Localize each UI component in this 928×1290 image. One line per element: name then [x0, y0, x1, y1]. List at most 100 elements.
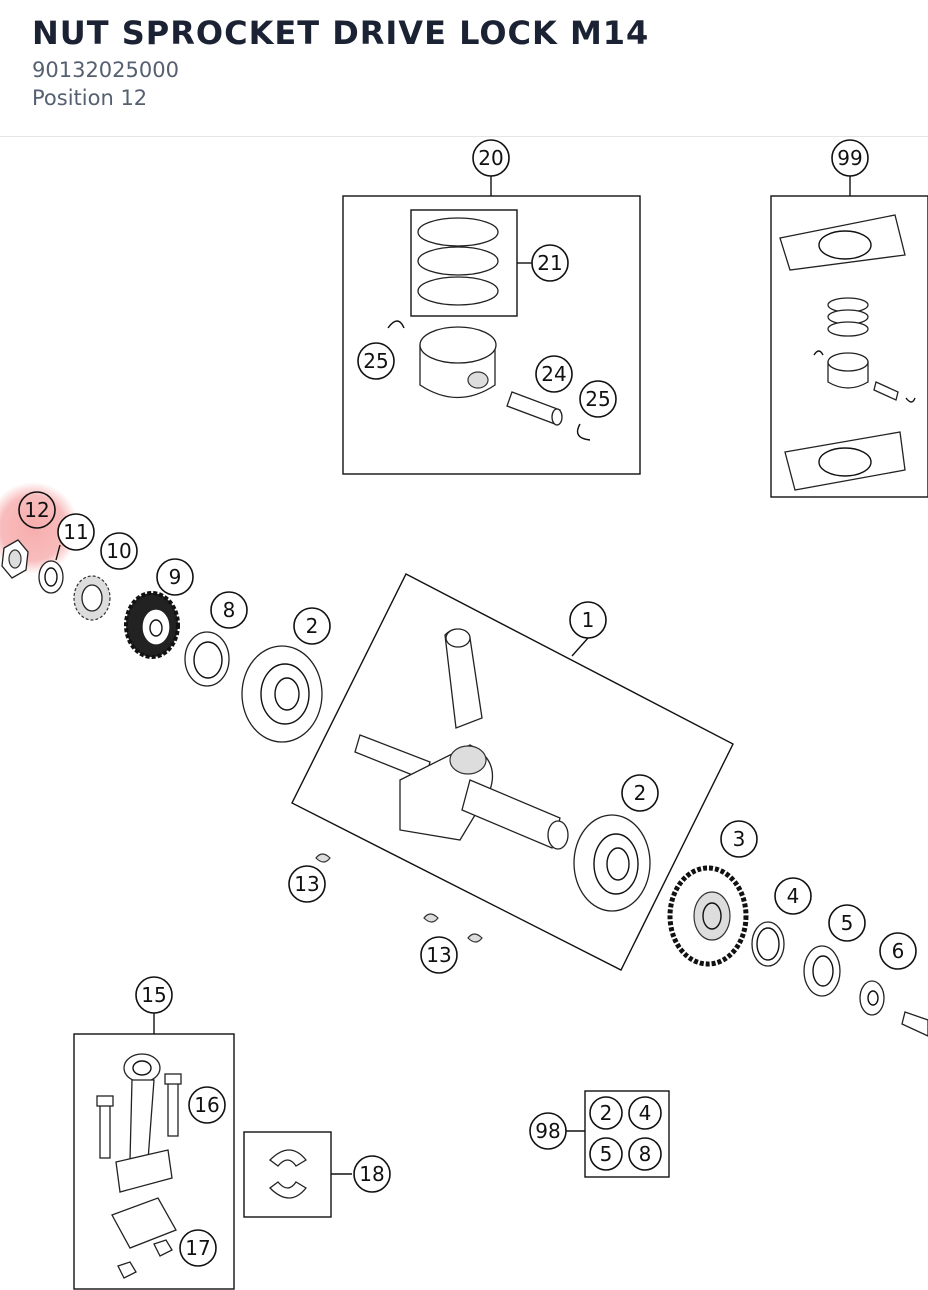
callout-25-left[interactable]: 25: [357, 342, 395, 380]
svg-text:4: 4: [787, 884, 800, 908]
svg-text:13: 13: [426, 943, 451, 967]
callout-17[interactable]: 17: [179, 1229, 217, 1267]
part-title: NUT SPROCKET DRIVE LOCK M14: [32, 14, 650, 52]
callout-15[interactable]: 15: [135, 976, 173, 1014]
callout-18[interactable]: 18: [353, 1155, 391, 1193]
svg-text:21: 21: [537, 251, 562, 275]
callout-13-right[interactable]: 13: [420, 936, 458, 974]
svg-text:99: 99: [837, 146, 862, 170]
woodruff-key-2: [423, 913, 439, 923]
header-divider: [0, 136, 928, 137]
lock-nut: [803, 945, 841, 997]
svg-text:16: 16: [194, 1093, 219, 1117]
svg-text:8: 8: [223, 598, 236, 622]
leader-lines: [55, 544, 61, 561]
crankshaft-box: [291, 573, 734, 971]
kit-item-4[interactable]: 4: [628, 1096, 662, 1130]
callout-13-left[interactable]: 13: [288, 865, 326, 903]
crankshaft-group: [291, 573, 734, 971]
callout-24[interactable]: 24: [535, 355, 573, 393]
head-gasket: [779, 214, 906, 271]
callout-1[interactable]: 1: [569, 601, 607, 639]
svg-text:17: 17: [185, 1236, 210, 1260]
piston-rings: [417, 217, 499, 306]
callout-8[interactable]: 8: [210, 591, 248, 629]
callout-5[interactable]: 5: [828, 904, 866, 942]
svg-text:2: 2: [306, 614, 319, 638]
gasket-set-box: [770, 195, 928, 498]
svg-text:18: 18: [359, 1162, 384, 1186]
callout-4[interactable]: 4: [774, 877, 812, 915]
balancer-gear: [667, 865, 749, 967]
circlip-left: [387, 320, 405, 329]
gasket-set-group: [770, 176, 928, 498]
callout-6[interactable]: 6: [879, 932, 917, 970]
bearing-shells-group: [243, 1131, 352, 1218]
conrod-kit-group: [73, 1013, 235, 1290]
svg-text:6: 6: [892, 939, 905, 963]
callout-3[interactable]: 3: [720, 820, 758, 858]
bearing-shells-box: [243, 1131, 332, 1218]
kit-item-8[interactable]: 8: [628, 1137, 662, 1171]
callout-9[interactable]: 9: [156, 558, 194, 596]
callout-10[interactable]: 10: [100, 532, 138, 570]
connecting-rod: [115, 1053, 173, 1193]
svg-text:24: 24: [541, 362, 566, 386]
part-number: 90132025000: [32, 58, 179, 82]
washer: [38, 560, 64, 594]
shaft-stub: [901, 1011, 928, 1037]
conrod-kit-box: [73, 1033, 235, 1290]
svg-text:5: 5: [841, 911, 854, 935]
kit-item-2[interactable]: 2: [589, 1096, 623, 1130]
bearing-kit-box: [584, 1090, 670, 1178]
svg-text:20: 20: [478, 146, 503, 170]
svg-text:13: 13: [294, 872, 319, 896]
svg-text:11: 11: [63, 520, 88, 544]
svg-text:3: 3: [733, 827, 746, 851]
svg-text:2: 2: [600, 1101, 613, 1125]
part-position: Position 12: [32, 86, 148, 110]
primary-gear: [124, 591, 180, 659]
crankshaft: [354, 628, 569, 850]
piston: [419, 326, 497, 399]
callout-99[interactable]: 99: [831, 139, 869, 177]
nut-sprocket-drive-lock[interactable]: [1, 539, 29, 579]
svg-text:2: 2: [634, 781, 647, 805]
part-header: NUT SPROCKET DRIVE LOCK M14 90132025000 …: [0, 0, 928, 137]
bearing-kit-group: [566, 1090, 670, 1178]
ball-bearing-left: [241, 645, 323, 743]
conrod-bolts: [96, 1073, 182, 1159]
base-gasket: [784, 431, 906, 491]
kit-item-5[interactable]: 5: [589, 1137, 623, 1171]
conrod-cap: [111, 1197, 177, 1249]
svg-text:25: 25: [363, 349, 388, 373]
conrod-nuts: [117, 1239, 173, 1279]
svg-text:15: 15: [141, 983, 166, 1007]
callout-20[interactable]: 20: [472, 139, 510, 177]
piston-kit-group: [342, 176, 641, 475]
woodruff-key-1: [315, 853, 331, 863]
callout-16[interactable]: 16: [188, 1086, 226, 1124]
ball-bearing-right: [573, 814, 651, 912]
callout-12[interactable]: 12: [18, 491, 56, 529]
circlip-right: [576, 423, 591, 441]
shaft-seal: [184, 631, 230, 687]
callout-21[interactable]: 21: [531, 244, 569, 282]
callout-25-right[interactable]: 25: [579, 380, 617, 418]
spacer-ring: [751, 921, 785, 967]
callout-2-left[interactable]: 2: [293, 607, 331, 645]
svg-text:5: 5: [600, 1142, 613, 1166]
svg-text:98: 98: [535, 1119, 560, 1143]
callout-98[interactable]: 98: [529, 1112, 567, 1150]
callout-11[interactable]: 11: [57, 513, 95, 551]
piston-kit-box: [342, 195, 641, 475]
piston-pin: [506, 391, 563, 426]
svg-text:8: 8: [639, 1142, 652, 1166]
callout-2-right[interactable]: 2: [621, 774, 659, 812]
svg-text:25: 25: [585, 387, 610, 411]
thrust-washer: [859, 980, 885, 1016]
sprocket-small: [73, 575, 111, 621]
svg-text:1: 1: [582, 608, 595, 632]
woodruff-key-3: [467, 933, 483, 943]
